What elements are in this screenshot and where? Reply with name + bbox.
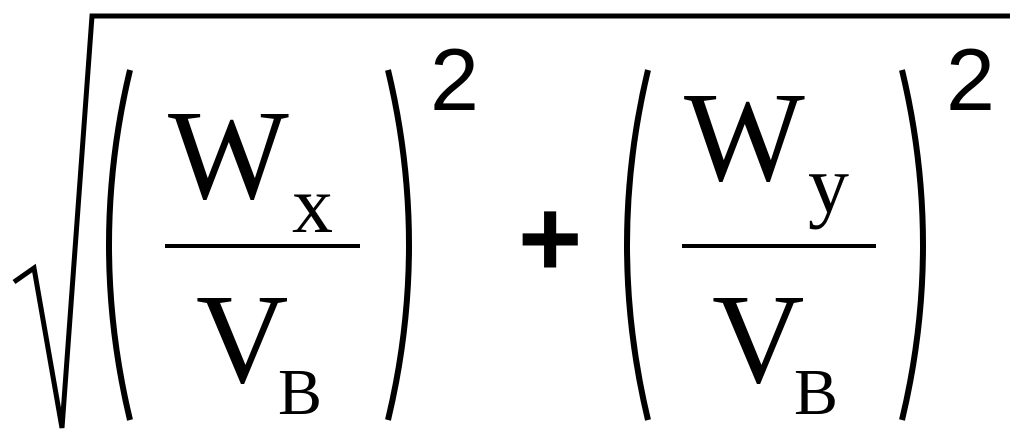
numerator-subscript-2: y: [808, 139, 849, 230]
right-parenthesis-2: [899, 69, 926, 421]
numerator-base-1: W: [168, 84, 289, 226]
plus-operator: +: [518, 177, 582, 300]
denominator-base-1: V: [196, 268, 288, 410]
denominator-subscript-2: B: [794, 356, 838, 429]
term-1: W x V B 2: [106, 30, 479, 429]
left-parenthesis-2: [624, 69, 651, 421]
left-parenthesis-1: [106, 69, 133, 421]
denominator-base-2: V: [712, 268, 804, 410]
numerator-subscript-1: x: [292, 159, 333, 250]
exponent-1: 2: [430, 30, 479, 129]
denominator-subscript-1: B: [278, 356, 322, 429]
right-parenthesis-1: [385, 69, 412, 421]
term-2: W y V B 2: [624, 30, 995, 429]
numerator-base-2: W: [684, 66, 805, 208]
exponent-2: 2: [946, 30, 995, 129]
square-root-radical: [12, 13, 1010, 429]
